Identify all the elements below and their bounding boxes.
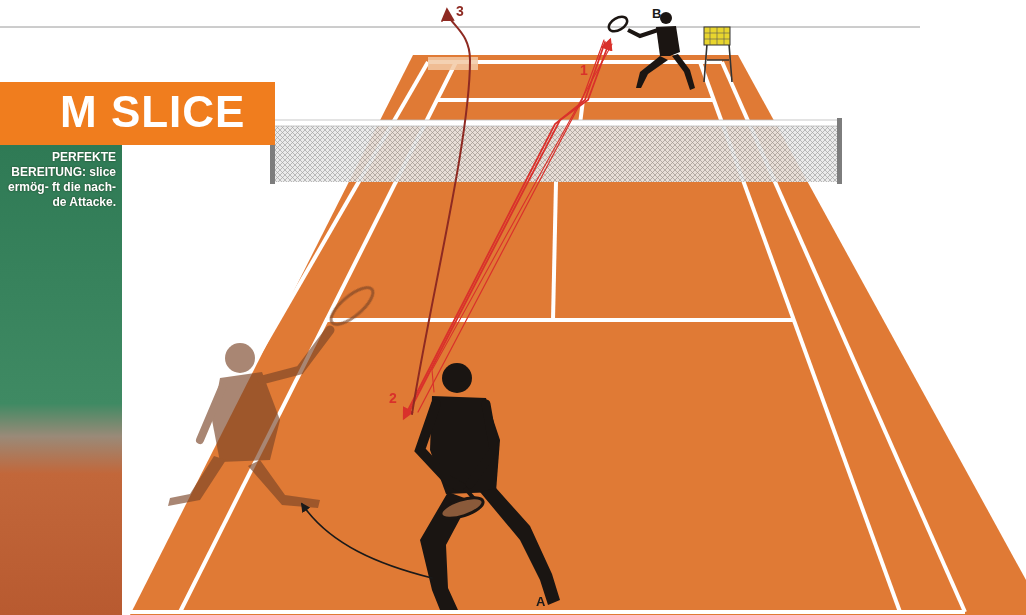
- player-a: [420, 363, 560, 610]
- callout-number: 3: [456, 3, 464, 19]
- callout-number: 2: [389, 390, 397, 406]
- callout-number: 1: [580, 62, 588, 78]
- top-rule: [0, 27, 920, 28]
- ghost-player: [168, 282, 378, 508]
- ball-basket: [704, 27, 732, 82]
- player-letter: A: [536, 594, 545, 609]
- title-banner: [0, 82, 275, 145]
- player-b: [606, 12, 695, 90]
- section-title: M SLICE: [60, 87, 245, 137]
- photo-panel: [0, 145, 122, 615]
- photo-caption: PERFEKTE BEREITUNG: slice ermög- ft die …: [8, 150, 116, 210]
- player-letter: B: [652, 6, 661, 21]
- ball-paths: [302, 10, 612, 578]
